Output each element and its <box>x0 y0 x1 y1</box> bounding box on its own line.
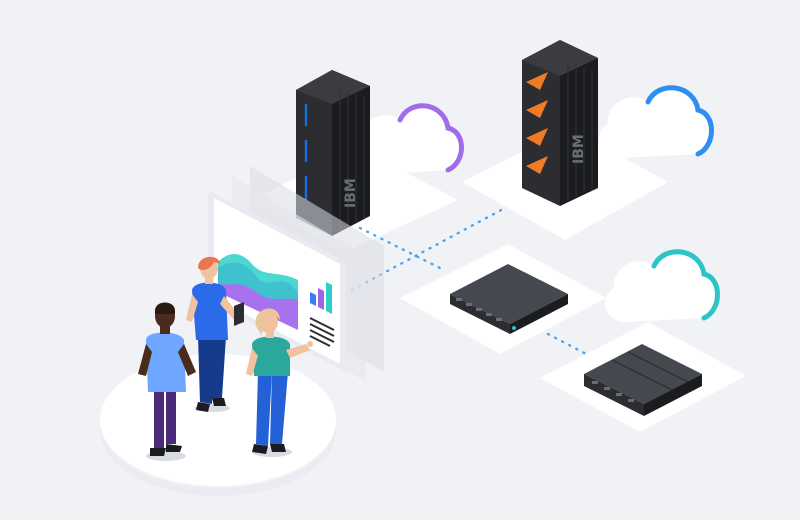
chart-bars <box>310 282 332 314</box>
rack-right: IBM <box>522 40 598 206</box>
cloud-icon-blue <box>598 85 714 158</box>
cloud-icon-teal <box>604 249 720 322</box>
connector-screen-to-rack <box>350 206 507 292</box>
person-left <box>138 302 196 461</box>
rack-left-logo: IBM <box>343 178 359 208</box>
connector-screen-to-server <box>358 226 442 270</box>
chart-area-teal <box>218 254 298 300</box>
rack-right-logo: IBM <box>571 134 587 164</box>
rack-left: IBM <box>296 70 370 236</box>
person-middle <box>186 256 244 412</box>
storage-unit <box>584 344 702 416</box>
rack-right-orange-accents <box>526 72 548 174</box>
dashboard-screen <box>208 190 346 372</box>
connector-server-to-storage <box>546 332 592 358</box>
person-right <box>246 308 313 457</box>
chart-text-lines <box>309 317 335 347</box>
tablet-icon <box>234 302 244 326</box>
server-middle <box>450 264 568 334</box>
connector-lines <box>350 206 592 358</box>
cloud-icon-purple <box>351 103 464 175</box>
